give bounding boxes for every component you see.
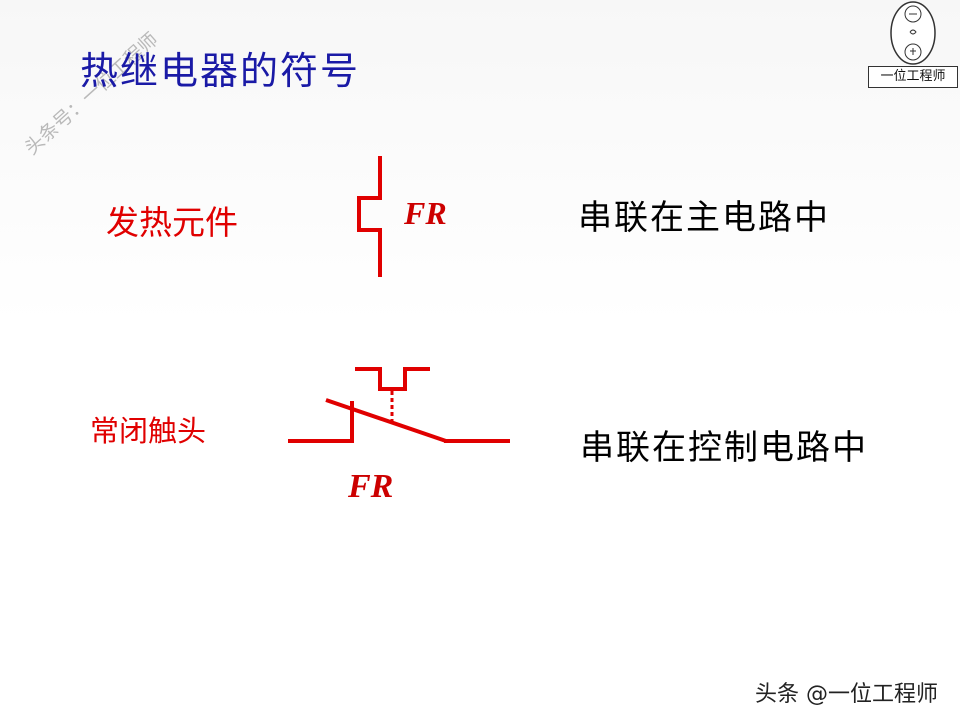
nc-contact-description: 串联在控制电路中 <box>580 428 868 468</box>
page-title: 热继电器的符号 <box>80 49 361 93</box>
nc-contact-label: 常闭触头 <box>90 414 207 448</box>
heating-element-label: 发热元件 <box>106 203 238 242</box>
logo-emblem <box>890 1 936 65</box>
logo-caption: 一位工程师 <box>868 66 958 88</box>
logo: 一位工程师 <box>868 0 958 88</box>
nc-contact-symbol-label: FR <box>348 468 394 505</box>
footer-credit: 头条 @一位工程师 <box>755 682 938 707</box>
heating-element-description: 串联在主电路中 <box>578 198 830 238</box>
heating-element-symbol-label: FR <box>404 195 447 231</box>
